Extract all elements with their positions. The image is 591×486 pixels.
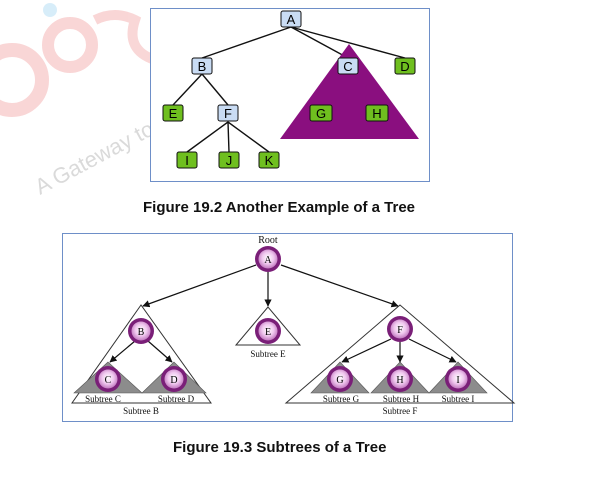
tree1-node-d: D <box>394 57 416 75</box>
tree1-node-d-label: D <box>400 59 409 74</box>
figure-19-3-caption: Figure 19.3 Subtrees of a Tree <box>173 439 387 456</box>
tree2-node-i-label: I <box>456 375 459 386</box>
tree1-node-k: K <box>258 151 280 169</box>
tree2-node-g: G <box>327 366 353 392</box>
tree1-node-a-label: A <box>287 12 296 27</box>
subtree-e-outline <box>234 306 302 346</box>
tree1-node-g: G <box>309 104 333 122</box>
tree2-node-h-label: H <box>396 375 403 386</box>
subtree-f-label: Subtree F <box>383 406 418 416</box>
tree1-node-g-label: G <box>316 106 326 121</box>
tree1-node-b: B <box>191 57 213 75</box>
tree2-node-g-label: G <box>336 375 343 386</box>
subtree-b-outline <box>71 304 212 404</box>
tree1-node-i-label: I <box>185 153 189 168</box>
tree1-node-a: A <box>280 10 302 28</box>
tree1-node-j-label: J <box>226 153 233 168</box>
tree1-node-f-label: F <box>224 106 232 121</box>
tree1-node-i: I <box>176 151 198 169</box>
tree1-node-e: E <box>162 104 184 122</box>
tree2-node-e-label: E <box>265 327 271 338</box>
tree2-edges <box>109 264 457 363</box>
tree1-node-f: F <box>217 104 239 122</box>
root-label: Root <box>258 235 278 246</box>
tree2-node-f: F <box>387 316 413 342</box>
tree1-node-h-label: H <box>372 106 381 121</box>
tree2-node-b-label: B <box>138 327 145 338</box>
subtree-f-outline <box>284 304 516 404</box>
tree1-node-b-label: B <box>198 59 207 74</box>
subtree-g-label: Subtree G <box>323 394 360 404</box>
figure-19-2-caption: Figure 19.2 Another Example of a Tree <box>143 199 416 216</box>
tree1-node-j: J <box>218 151 240 169</box>
tree2-node-f-label: F <box>397 325 403 336</box>
tree1-node-h: H <box>365 104 389 122</box>
tree1-node-e-label: E <box>169 106 178 121</box>
tree2-node-a-label: A <box>264 255 272 266</box>
tree2-node-h: H <box>387 366 413 392</box>
tree2-node-d: D <box>161 366 187 392</box>
subtree-c-label: Subtree C <box>85 394 121 404</box>
tree2-node-b: B <box>128 318 154 344</box>
subtree-d-label: Subtree D <box>158 394 195 404</box>
subtree-b-label: Subtree B <box>123 406 159 416</box>
tree2-node-c-label: C <box>105 375 112 386</box>
tree2-node-c: C <box>95 366 121 392</box>
tree2-node-e: E <box>255 318 281 344</box>
tree2-node-i: I <box>445 366 471 392</box>
subtree-e-label: Subtree E <box>250 349 286 359</box>
tree2-node-d-label: D <box>170 375 177 386</box>
subtree-h-label: Subtree H <box>383 394 420 404</box>
tree1-node-c: C <box>337 57 359 75</box>
tree2-node-a: A <box>255 246 281 272</box>
tree1-node-c-label: C <box>343 59 352 74</box>
tree1-node-k-label: K <box>265 153 274 168</box>
subtree-i-label: Subtree I <box>442 394 475 404</box>
